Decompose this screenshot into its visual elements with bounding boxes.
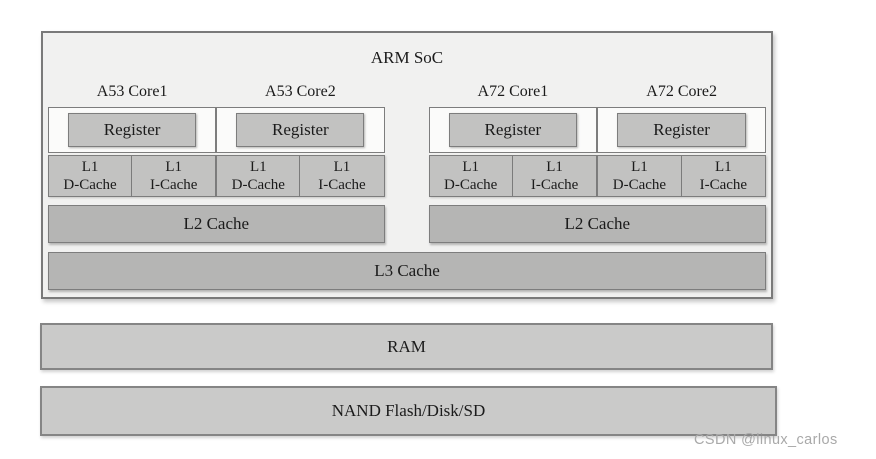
l1-kind: I-Cache	[530, 177, 579, 193]
a72-labels-group: A72 Core1 A72 Core2	[429, 83, 767, 101]
l2-cache-a72: L2 Cache	[428, 205, 766, 243]
l1-row-a53-1: L1 D-Cache L1 I-Cache	[48, 155, 217, 197]
l1-kind: D-Cache	[231, 177, 285, 193]
core-label-a72-1: A72 Core1	[477, 83, 549, 100]
l1-kind: I-Cache	[149, 177, 198, 193]
l1-level: L1	[249, 159, 267, 175]
core-label-a53-2: A53 Core2	[265, 83, 336, 100]
core-box-a53-1: Register	[48, 107, 217, 153]
l1-icache-a53-2: L1 I-Cache	[300, 155, 385, 197]
l1-icache-a72-2: L1 I-Cache	[681, 155, 766, 197]
a72-cores: Register L1 D-Cache L1 I-Cache	[428, 107, 766, 197]
l1-row-a53-2: L1 D-Cache L1 I-Cache	[216, 155, 385, 197]
core-label-a72-2: A72 Core2	[646, 83, 717, 100]
l1-kind: D-Cache	[63, 177, 117, 193]
l1-level: L1	[546, 159, 563, 175]
cluster-a72: Register L1 D-Cache L1 I-Cache	[428, 107, 766, 243]
register-box-a72-1: Register	[448, 113, 578, 147]
cluster-gap	[385, 107, 429, 243]
l1-kind: D-Cache	[612, 177, 667, 193]
core-box-a53-2: Register	[216, 107, 385, 153]
core-label-a53-1: A53 Core1	[96, 83, 168, 100]
a53-labels-group: A53 Core1 A53 Core2	[48, 83, 385, 101]
cluster-gap	[385, 83, 429, 101]
l1-row-a72-2: L1 D-Cache L1 I-Cache	[597, 155, 766, 197]
register-box-a72-2: Register	[617, 113, 746, 147]
core-box-a72-2: Register	[597, 107, 766, 153]
l1-kind: I-Cache	[699, 177, 748, 193]
core-box-a72-1: Register	[428, 107, 598, 153]
storage-bar: NAND Flash/Disk/SD	[40, 386, 777, 436]
ram-bar: RAM	[40, 323, 773, 370]
l1-row-a72-1: L1 D-Cache L1 I-Cache	[428, 155, 598, 197]
l1-dcache-a53-1: L1 D-Cache	[48, 155, 133, 197]
l1-icache-a72-1: L1 I-Cache	[512, 155, 598, 197]
l1-level: L1	[81, 159, 99, 175]
l1-level: L1	[333, 159, 351, 175]
l1-icache-a53-1: L1 I-Cache	[132, 155, 217, 197]
l1-level: L1	[714, 159, 732, 175]
a53-cores: Register L1 D-Cache L1 I-Cache	[48, 107, 385, 197]
csdn-watermark: CSDN @linux_carlos	[694, 432, 838, 448]
register-box-a53-1: Register	[68, 113, 197, 147]
l1-dcache-a53-2: L1 D-Cache	[216, 155, 301, 197]
l1-level: L1	[631, 159, 648, 175]
l1-dcache-a72-1: L1 D-Cache	[428, 155, 513, 197]
clusters-row: Register L1 D-Cache L1 I-Cache	[48, 107, 766, 243]
l1-dcache-a72-2: L1 D-Cache	[597, 155, 682, 197]
core-a53-2: Register L1 D-Cache L1 I-Cache	[216, 107, 385, 197]
soc-title: ARM SoC	[370, 48, 444, 67]
core-labels-row: A53 Core1 A53 Core2 A72 Core1 A72 Core2	[48, 83, 766, 101]
arm-soc-box: ARM SoC A53 Core1 A53 Core2 A72 Core1 A7…	[41, 31, 773, 299]
l1-kind: D-Cache	[444, 177, 498, 193]
l1-level: L1	[165, 159, 183, 175]
l3-cache-bar: L3 Cache	[48, 252, 766, 290]
l1-kind: I-Cache	[318, 177, 366, 193]
l1-level: L1	[462, 159, 480, 175]
register-box-a53-2: Register	[236, 113, 365, 147]
l2-cache-a53: L2 Cache	[48, 205, 385, 243]
cluster-a53: Register L1 D-Cache L1 I-Cache	[48, 107, 385, 243]
core-a72-1: Register L1 D-Cache L1 I-Cache	[428, 107, 598, 197]
core-a72-2: Register L1 D-Cache L1 I-Cache	[597, 107, 766, 197]
core-a53-1: Register L1 D-Cache L1 I-Cache	[48, 107, 217, 197]
